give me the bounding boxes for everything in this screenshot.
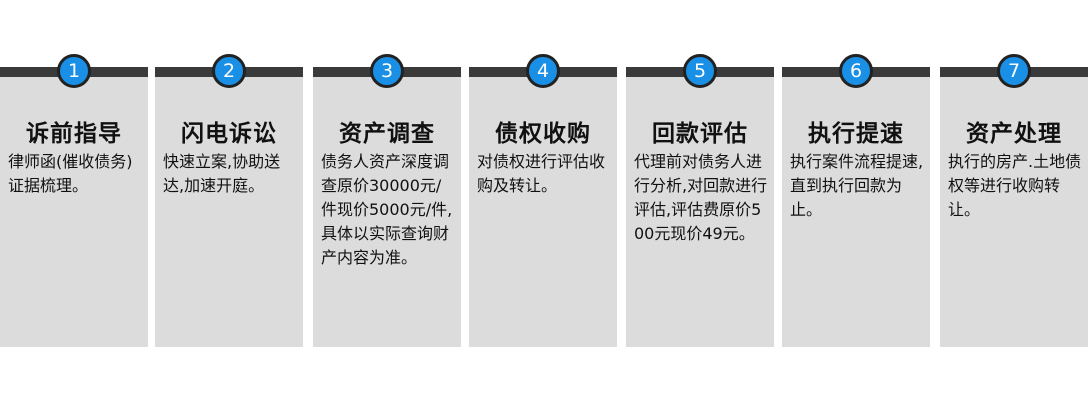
step-6: 执行提速 执行案件流程提速,直到执行回款为止。 6 xyxy=(782,54,930,347)
step-description: 代理前对债务人进行分析,对回款进行评估,评估费原价500元现价49元。 xyxy=(634,152,768,243)
step-title: 闪电诉讼 xyxy=(181,121,277,147)
step-card: 回款评估 代理前对债务人进行分析,对回款进行评估,评估费原价500元现价49元。 xyxy=(626,77,774,347)
step-description: 律师函(催收债务)证据梳理。 xyxy=(8,152,133,195)
step-5: 回款评估 代理前对债务人进行分析,对回款进行评估,评估费原价500元现价49元。… xyxy=(626,54,774,347)
step-number-badge: 4 xyxy=(526,54,560,88)
step-card: 诉前指导 律师函(催收债务)证据梳理。 xyxy=(0,77,148,347)
step-number-badge: 7 xyxy=(997,54,1031,88)
step-3: 资产调查 债务人资产深度调查原价30000元/件现价5000元/件,具体以实际查… xyxy=(313,54,461,347)
step-number-badge: 3 xyxy=(370,54,404,88)
step-title: 资产调查 xyxy=(339,121,435,147)
step-description: 对债权进行评估收购及转让。 xyxy=(477,152,606,195)
step-number-badge: 2 xyxy=(212,54,246,88)
step-2: 闪电诉讼 快速立案,协助送达,加速开庭。 2 xyxy=(155,54,303,347)
step-7: 资产处理 执行的房产.土地债权等进行收购转让。 7 xyxy=(940,54,1088,347)
step-number-badge: 6 xyxy=(839,54,873,88)
step-card: 资产调查 债务人资产深度调查原价30000元/件现价5000元/件,具体以实际查… xyxy=(313,77,461,347)
step-card: 资产处理 执行的房产.土地债权等进行收购转让。 xyxy=(940,77,1088,347)
step-title: 回款评估 xyxy=(652,121,748,147)
step-4: 债权收购 对债权进行评估收购及转让。 4 xyxy=(469,54,617,347)
step-card: 债权收购 对债权进行评估收购及转让。 xyxy=(469,77,617,347)
step-title: 执行提速 xyxy=(808,121,904,147)
step-number-badge: 5 xyxy=(683,54,717,88)
step-description: 执行案件流程提速,直到执行回款为止。 xyxy=(790,152,924,219)
step-description: 债务人资产深度调查原价30000元/件现价5000元/件,具体以实际查询财产内容… xyxy=(321,152,453,267)
step-title: 资产处理 xyxy=(966,121,1062,147)
step-card: 执行提速 执行案件流程提速,直到执行回款为止。 xyxy=(782,77,930,347)
step-description: 执行的房产.土地债权等进行收购转让。 xyxy=(948,152,1082,219)
step-title: 债权收购 xyxy=(495,121,591,147)
step-number-badge: 1 xyxy=(57,54,91,88)
step-title: 诉前指导 xyxy=(26,121,122,147)
step-description: 快速立案,协助送达,加速开庭。 xyxy=(163,152,281,195)
step-1: 诉前指导 律师函(催收债务)证据梳理。 1 xyxy=(0,54,148,347)
step-card: 闪电诉讼 快速立案,协助送达,加速开庭。 xyxy=(155,77,303,347)
